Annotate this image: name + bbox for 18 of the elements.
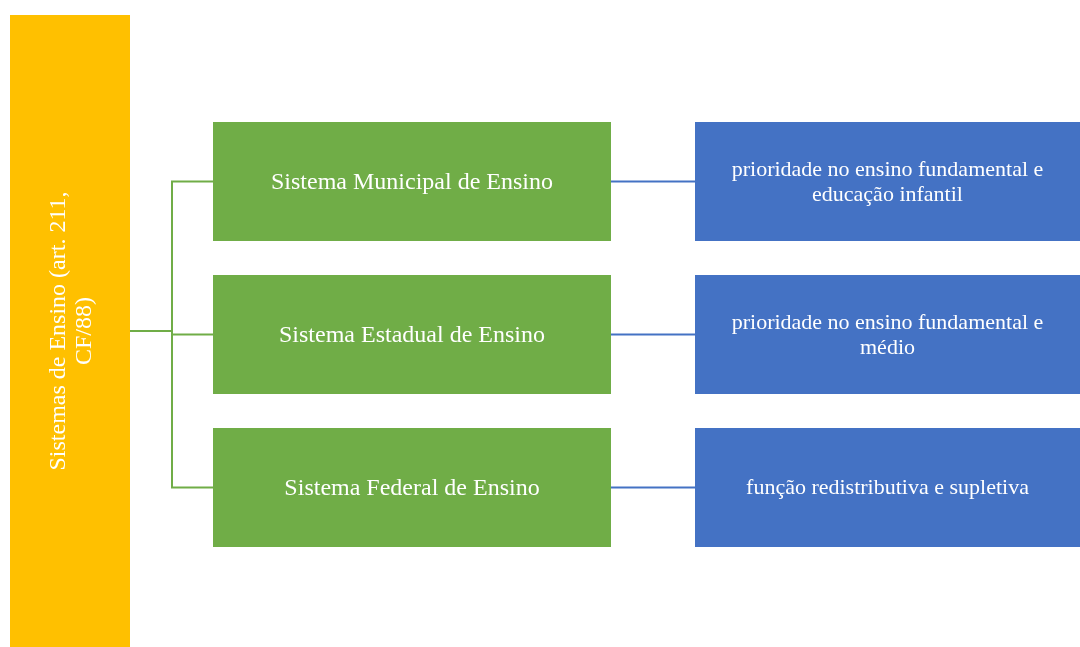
connector-line	[610, 180, 696, 183]
node-label: Sistema Federal de Ensino	[284, 474, 540, 501]
connector-line	[610, 333, 696, 336]
node-label: Sistema Municipal de Ensino	[271, 168, 553, 195]
description-box	[695, 122, 1080, 241]
node-label: prioridade no ensino fundamental e médio	[730, 310, 1045, 359]
node-label: Sistema Estadual de Ensino	[279, 321, 545, 348]
node-label: função redistributiva e supletiva	[746, 475, 1029, 500]
connector-line	[610, 486, 696, 489]
system-box	[213, 122, 611, 241]
node-label: prioridade no ensino fundamental e educação infantil	[730, 157, 1045, 206]
system-box	[213, 428, 611, 547]
description-box	[695, 428, 1080, 547]
category-bar	[10, 15, 130, 647]
system-box	[213, 275, 611, 394]
connector-line	[129, 330, 214, 489]
node-label: Sistemas de Ensino (art. 211, CF/88)	[43, 190, 97, 473]
description-box	[695, 275, 1080, 394]
